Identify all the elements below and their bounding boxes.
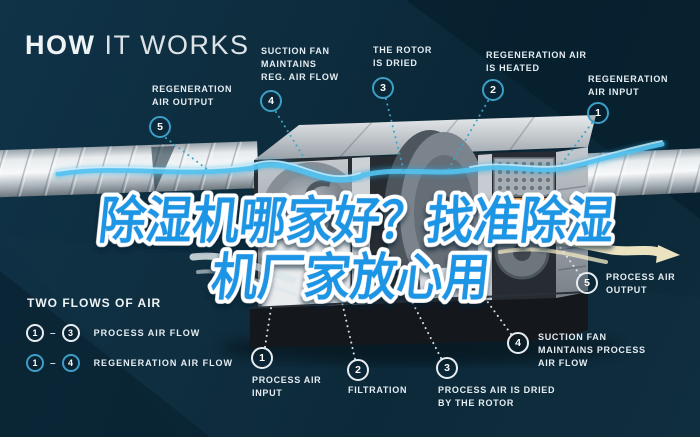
callout-label-process-air-output: PROCESS AIR OUTPUT: [606, 272, 676, 295]
machine-base: [250, 292, 588, 348]
output-section: [556, 147, 588, 303]
legend-number-end: 4: [61, 354, 80, 372]
callout-number-3-regeneration: 3: [372, 77, 394, 99]
legend-separator: –: [50, 327, 56, 339]
legend-heading: TWO FLOWS OF AIR: [27, 296, 162, 310]
callout-label-reg-air-input: REGENERATION AIR INPUT: [588, 74, 669, 97]
legend-row-regeneration: 1 – 4 REGENERATION AIR FLOW: [26, 354, 233, 372]
callout-number-3-process: 3: [436, 357, 458, 379]
callout-label-suction-fan-reg: SUCTION FAN MAINTAINS REG. AIR FLOW: [261, 46, 339, 82]
callout-lines-regeneration: [165, 98, 593, 173]
callout-label-process-air-dried: PROCESS AIR IS DRIED BY THE ROTOR: [438, 385, 556, 408]
callout-label-process-air-input: PROCESS AIR INPUT: [252, 375, 322, 398]
legend-number-start: 1: [26, 324, 44, 342]
legend-label-regeneration: REGENERATION AIR FLOW: [93, 358, 234, 368]
airflow-process-inlet: [189, 252, 297, 296]
condensate-box: [419, 266, 465, 300]
right-duct: [574, 148, 700, 198]
legend-separator: –: [50, 357, 56, 369]
machine-body: [249, 115, 596, 348]
legend-row-process: 1 – 3 PROCESS AIR FLOW: [26, 324, 200, 342]
airflow-regeneration-blue: [53, 139, 667, 184]
callout-number-5-process: 5: [576, 272, 598, 294]
callout-label-regeneration-air-output: REGENERATION AIR OUTPUT: [152, 84, 233, 107]
callout-label-filtration: FILTRATION: [348, 385, 408, 395]
legend-number-end: 3: [61, 324, 80, 342]
title-light: IT WORKS: [95, 30, 250, 60]
airflow-process-cream: [493, 232, 680, 264]
callout-number-4-process: 4: [507, 332, 529, 354]
callout-label-reg-air-heated: REGENERATION AIR IS HEATED: [486, 50, 587, 73]
callout-lines-process: [264, 246, 581, 360]
callout-label-suction-fan-process: SUCTION FAN MAINTAINS PROCESS AIR FLOW: [538, 332, 646, 368]
callout-label-rotor-dried: THE ROTOR IS DRIED: [373, 45, 433, 68]
legend-label-process: PROCESS AIR FLOW: [93, 328, 201, 338]
callout-number-2-regeneration: 2: [482, 79, 504, 101]
legend-number-start: 1: [26, 354, 44, 372]
page-title: HOW IT WORKS: [25, 30, 250, 61]
callout-number-1-process: 1: [251, 347, 273, 369]
callout-number-1-regeneration: 1: [587, 102, 609, 124]
title-strong: HOW: [25, 30, 96, 60]
callout-number-2-process: 2: [347, 359, 369, 381]
callout-number-5-regeneration: 5: [149, 116, 171, 138]
callout-number-4-regeneration: 4: [260, 90, 282, 112]
